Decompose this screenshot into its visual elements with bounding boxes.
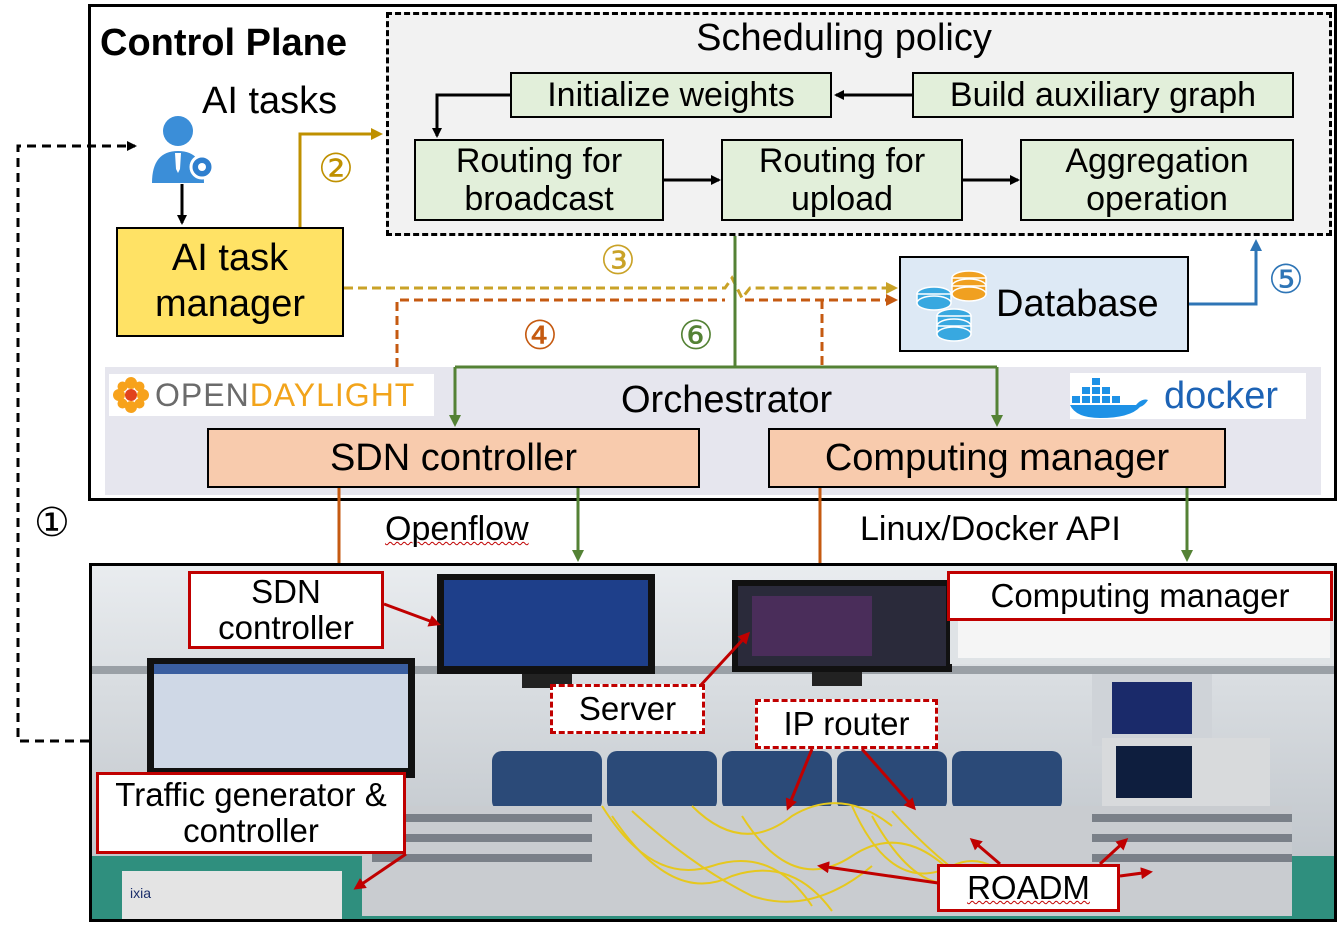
routing-upload-step: Routing for upload [721,139,963,221]
docker-text: docker [1164,374,1279,417]
computing-manager-label: Computing manager [824,436,1170,479]
photo-label-ip-router: IP router [755,699,938,749]
docker-whale-icon [1070,378,1148,418]
monitor-sdn [437,574,655,688]
photo-label-traffic-generator-text: Traffic generator & controller [115,775,387,849]
database-label: Database [996,283,1159,325]
opendaylight-daylight-text: DAYLIGHT [249,376,416,413]
opendaylight-logo: OPEN DAYLIGHT [109,374,434,416]
scheduling-policy-title: Scheduling policy [696,17,992,59]
build-auxiliary-graph-step: Build auxiliary graph [912,72,1294,118]
photo-label-sdn-controller: SDN controller [188,571,384,649]
ai-task-manager-label: AI task manager [155,237,305,325]
database-icon [914,264,990,344]
sdn-controller-box: SDN controller [207,428,700,488]
orchestrator-title: Orchestrator [621,379,833,421]
routing-broadcast-label: Routing for broadcast [455,141,623,218]
photo-label-server-text: Server [578,689,677,727]
docker-api-label: Linux/Docker API [860,510,1121,548]
build-auxiliary-graph-label: Build auxiliary graph [949,75,1257,114]
photo-label-computing-manager-text: Computing manager [990,576,1290,614]
openflow-label: Openflow [385,510,529,548]
step-5-marker: ⑤ [1268,258,1304,302]
photo-label-sdn-controller-text: SDN controller [218,572,354,646]
photo-label-roadm: ROADM [937,864,1120,912]
computing-manager-box: Computing manager [768,428,1226,488]
ai-task-manager-box: AI task manager [116,227,344,337]
ai-tasks-label: AI tasks [202,80,338,122]
photo-label-roadm-text: ROADM [967,868,1090,906]
initialize-weights-label: Initialize weights [547,75,795,114]
step-1-marker: ① [34,501,70,545]
photo-label-ip-router-text: IP router [783,704,910,742]
routing-broadcast-step: Routing for broadcast [414,139,664,221]
initialize-weights-step: Initialize weights [510,72,832,118]
step-6-marker: ⑥ [678,314,714,358]
step-3-marker: ③ [600,239,636,283]
photo-label-server: Server [550,684,705,734]
sdn-controller-label: SDN controller [329,436,578,479]
photo-label-traffic-generator: Traffic generator & controller [96,772,406,854]
ixia-logo-text: ixia [130,885,151,901]
docker-logo: docker [1070,373,1306,419]
control-plane-title: Control Plane [100,22,348,64]
step-4-marker: ④ [522,314,558,358]
user-gear-icon [150,113,220,185]
step-2-marker: ② [318,147,354,191]
opendaylight-flower-icon [113,377,149,413]
photo-label-computing-manager: Computing manager [947,571,1333,621]
aggregation-label: Aggregation operation [1065,141,1249,218]
routing-upload-label: Routing for upload [758,141,926,218]
aggregation-step: Aggregation operation [1020,139,1294,221]
opendaylight-open-text: OPEN [155,376,250,413]
